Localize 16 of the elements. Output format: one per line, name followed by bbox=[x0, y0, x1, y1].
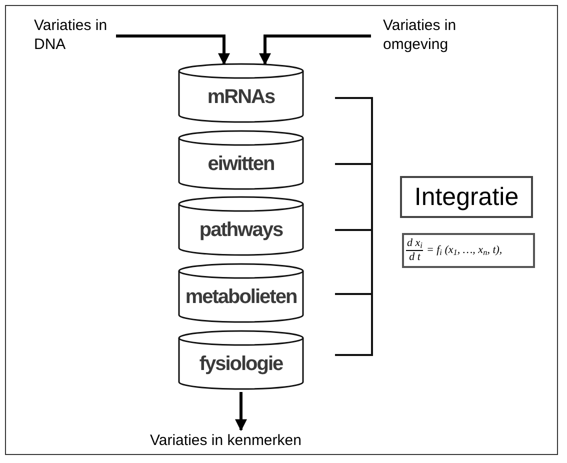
layer-label: fysiologie bbox=[199, 354, 283, 374]
equation-box bbox=[402, 233, 535, 268]
input-label: Variaties in kenmerken bbox=[150, 431, 302, 450]
arrow bbox=[116, 34, 230, 66]
equation-text: = f$_{i}$ (x$_{1}$, …, x$_{n}$, t), bbox=[426, 245, 502, 256]
input-label: Variaties in omgeving bbox=[383, 16, 458, 54]
input-label: Variaties in DNA bbox=[34, 16, 108, 54]
arrow bbox=[259, 34, 371, 66]
layer-label: mRNAs bbox=[207, 87, 275, 107]
layer-label: pathways bbox=[199, 220, 283, 240]
arrow bbox=[235, 392, 247, 432]
equation-numerator: d x$_{i}$ bbox=[406, 238, 424, 251]
layer-label: eiwitten bbox=[208, 154, 274, 174]
equation-denominator: d t bbox=[409, 251, 420, 263]
integration-box: Integratie bbox=[400, 176, 533, 218]
layer-label: metabolieten bbox=[185, 287, 297, 307]
